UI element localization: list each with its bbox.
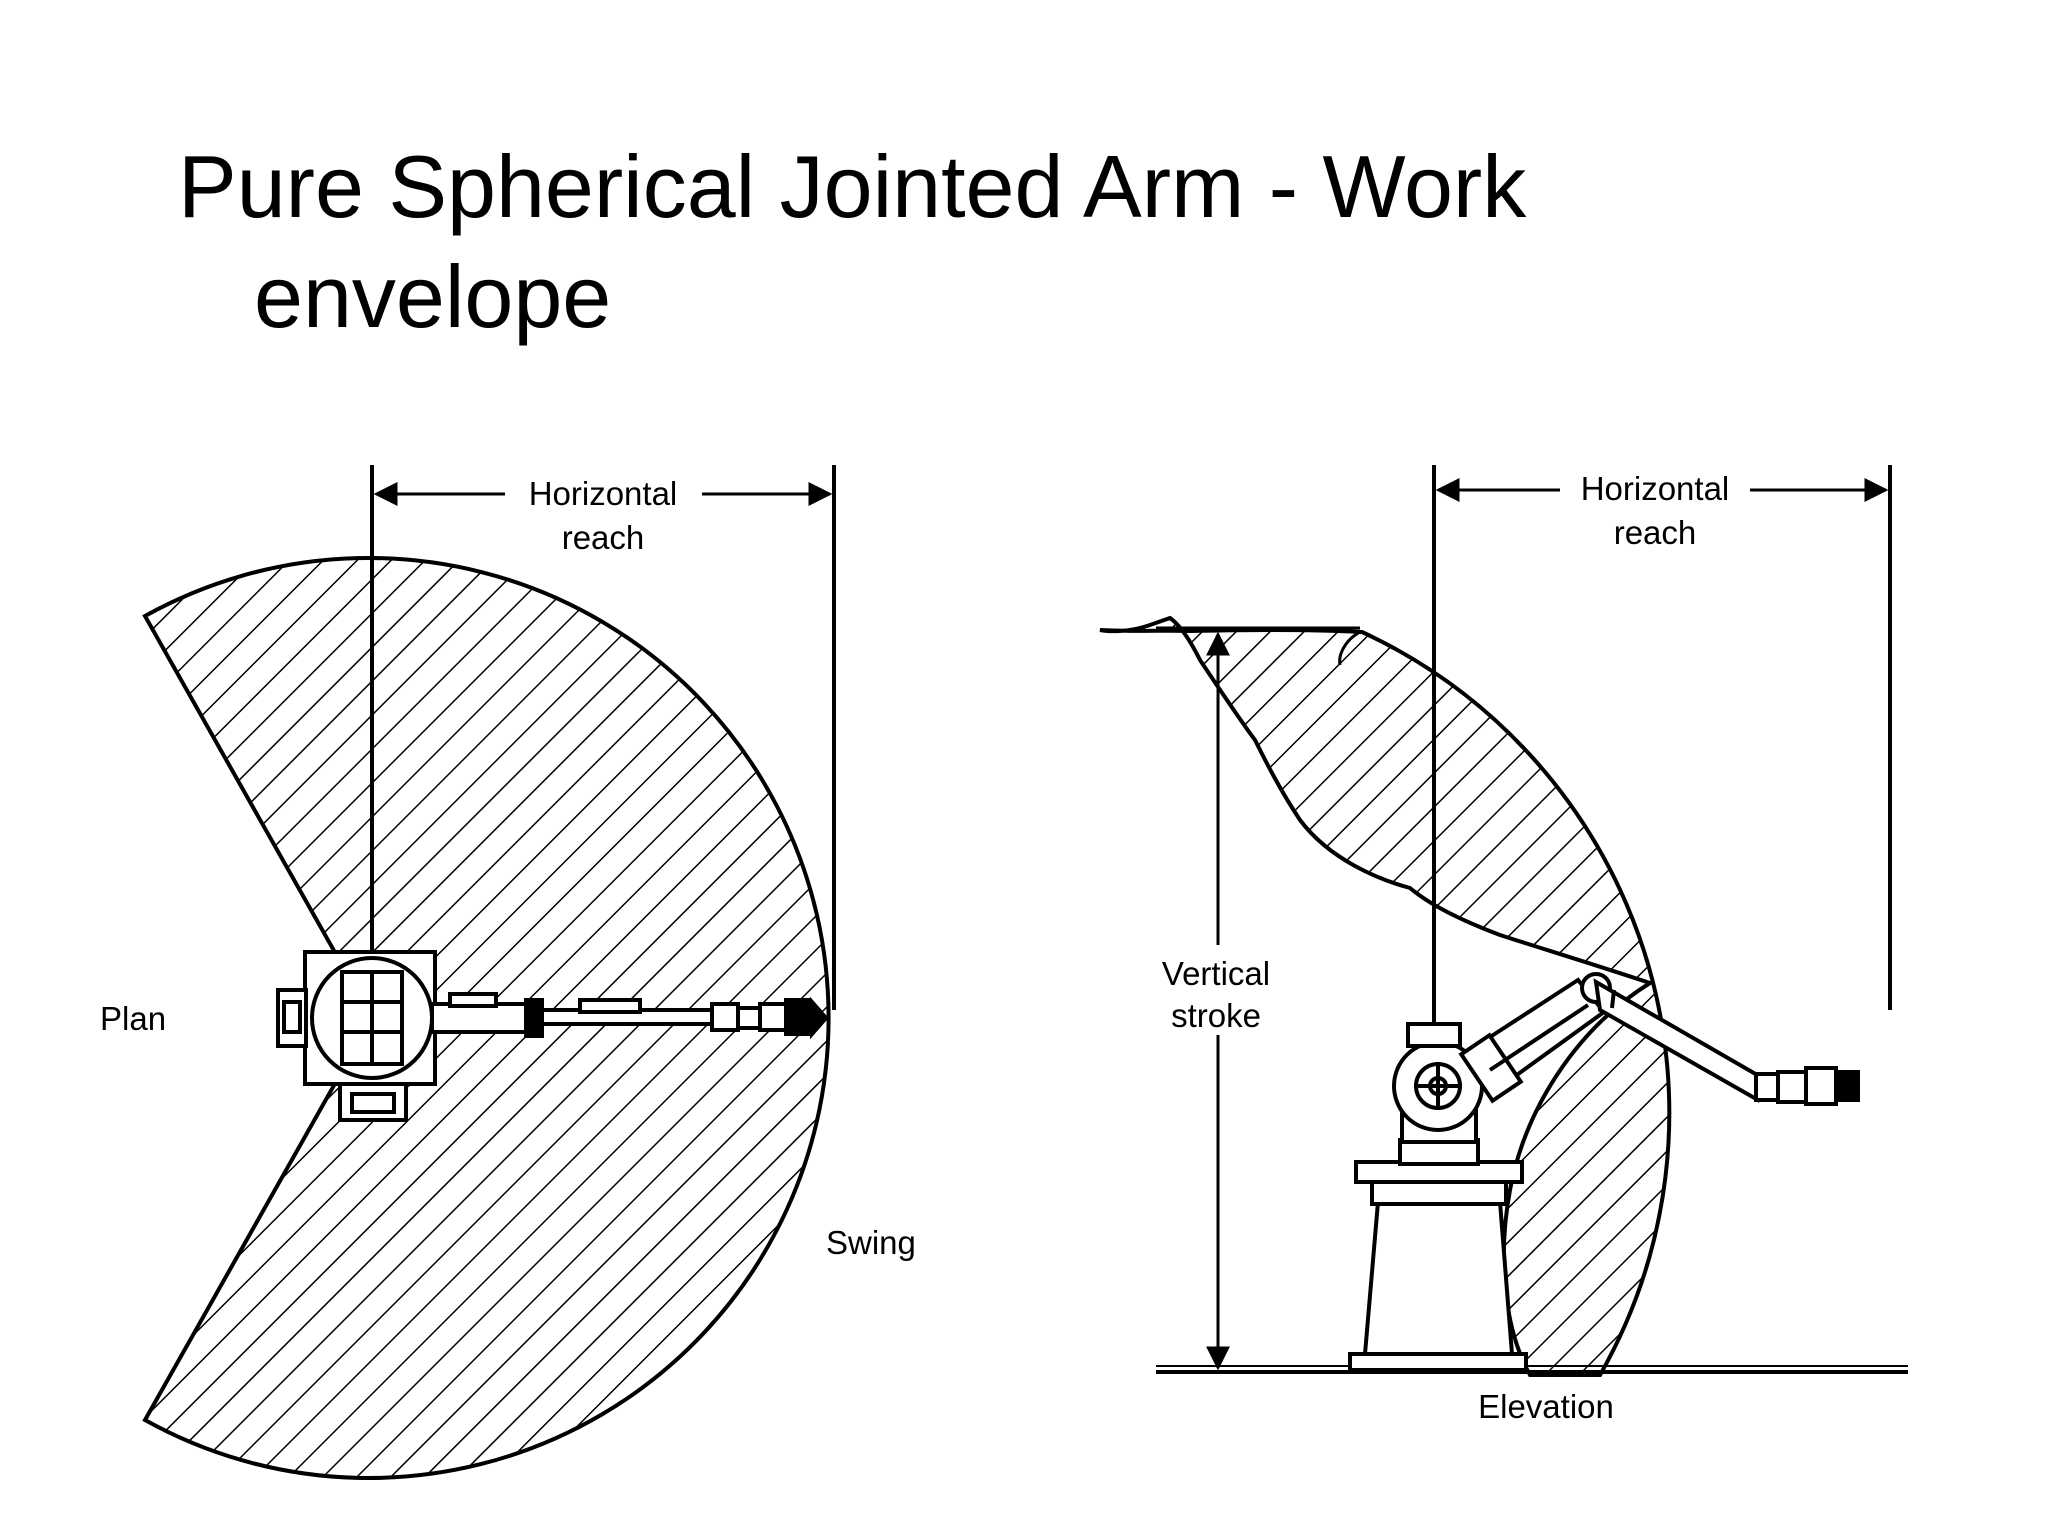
elevation-horizontal-label: Horizontal <box>1581 470 1730 507</box>
vertical-label: Vertical <box>1162 955 1270 992</box>
swing-label: Swing <box>826 1224 916 1261</box>
elevation-reach-label: reach <box>1614 514 1697 551</box>
title-line-2: envelope <box>254 247 612 346</box>
elevation-robot <box>1348 972 1860 1372</box>
elevation-view-label: Elevation <box>1478 1388 1614 1425</box>
elevation-hatched-area <box>1099 615 1672 1377</box>
stroke-label: stroke <box>1171 997 1261 1034</box>
plan-horizontal-label: Horizontal <box>529 475 678 512</box>
plan-reach-label: reach <box>562 519 645 556</box>
elevation-top-hooks <box>1338 630 1361 666</box>
plan-robot <box>276 950 829 1122</box>
plan-view-label: Plan <box>100 1000 166 1037</box>
plan-view: Horizontal reach Plan Swing <box>100 465 916 1480</box>
title-line-1: Pure Spherical Jointed Arm - Work <box>178 137 1527 236</box>
slide-title: Pure Spherical Jointed Arm - Work envelo… <box>178 132 1878 352</box>
elevation-view: Horizontal reach Vertical stroke Elevati… <box>1099 465 1908 1425</box>
